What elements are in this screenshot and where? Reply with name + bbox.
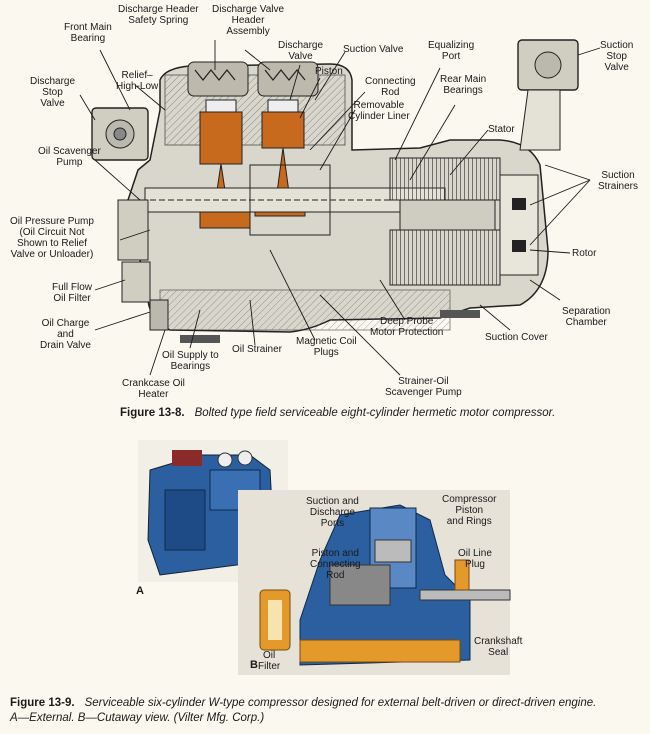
label-rotor: Rotor [572,248,597,259]
label-stator: Stator [488,124,515,135]
caption-number: Figure 13-8. [120,407,185,419]
label-oil-strainer: Oil Strainer [232,344,283,355]
suction-stop-valve-body [517,39,579,151]
label-relief-high-low: Relief–High-Low [116,70,159,92]
cylinder-heads [187,61,319,97]
label-piston: Piston [315,66,343,77]
oil-pump-body [117,199,169,331]
caption-line2-13-9: A—External. B—Cutaway view. (Vilter Mfg.… [10,712,265,724]
label-suction-cover: Suction Cover [485,332,548,343]
caption-text-13-9: Serviceable six-cylinder W-type compress… [84,697,597,709]
panel-a-label: A [136,585,144,597]
motor-stator [389,157,539,286]
discharge-stop-valve-body [91,107,149,161]
panel-b-label: B [250,659,258,671]
leader-lines [79,40,601,376]
label-suction-valve: Suction Valve [343,44,404,55]
figure-13-8-caption: Figure 13-8. Bolted type field serviceabl… [120,406,555,421]
base-feet [180,310,480,343]
figure-13-9-caption: Figure 13-9. Serviceable six-cylinder W-t… [10,696,640,726]
caption-text: Bolted type field serviceable eight-cyli… [194,407,556,419]
caption-number-13-9: Figure 13-9. [10,697,75,709]
